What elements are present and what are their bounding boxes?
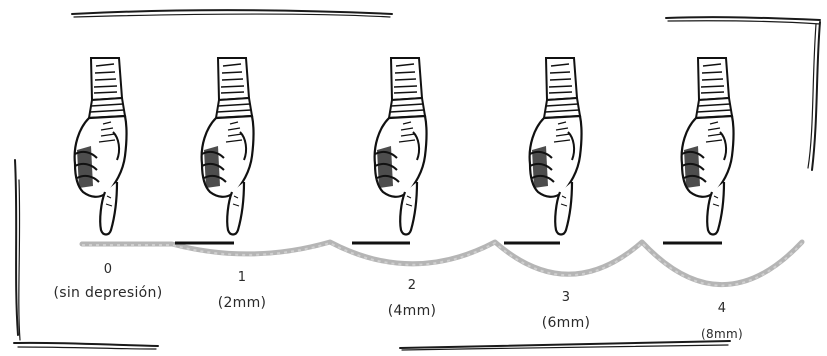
pointing-hand-icon bbox=[682, 58, 734, 235]
stage-grade: 0 bbox=[38, 262, 178, 278]
stage-depth: (sin depresión) bbox=[38, 284, 178, 302]
pointing-hand-icon bbox=[375, 58, 427, 235]
stage-label: 3 (6mm) bbox=[496, 290, 636, 332]
stage-grade: 4 bbox=[652, 301, 792, 317]
frame-stroke bbox=[18, 347, 156, 349]
frame-stroke bbox=[72, 10, 392, 14]
stage-depth: (2mm) bbox=[172, 294, 312, 312]
frame-stroke bbox=[668, 21, 820, 24]
stage-label: 1 (2mm) bbox=[172, 270, 312, 312]
stage-depth: (4mm) bbox=[342, 302, 482, 320]
frame-stroke bbox=[19, 180, 20, 340]
frame-stroke bbox=[666, 17, 820, 20]
stage-grade: 3 bbox=[496, 290, 636, 306]
pressing-hands bbox=[75, 58, 734, 235]
frame-stroke bbox=[74, 14, 390, 17]
stage-depth: (6mm) bbox=[496, 314, 636, 332]
stage-label: 0 (sin depresión) bbox=[38, 262, 178, 302]
pointing-hand-icon bbox=[202, 58, 254, 235]
stage-grade: 1 bbox=[172, 270, 312, 286]
pointing-hand-icon bbox=[75, 58, 127, 235]
frame-stroke bbox=[15, 160, 18, 335]
stage-label: 4 (8mm) bbox=[652, 301, 792, 343]
stage-depth: (8mm) bbox=[652, 325, 792, 343]
stage-grade: 2 bbox=[342, 278, 482, 294]
frame-stroke bbox=[14, 343, 158, 346]
pointing-hand-icon bbox=[530, 58, 582, 235]
stage-label: 2 (4mm) bbox=[342, 278, 482, 320]
